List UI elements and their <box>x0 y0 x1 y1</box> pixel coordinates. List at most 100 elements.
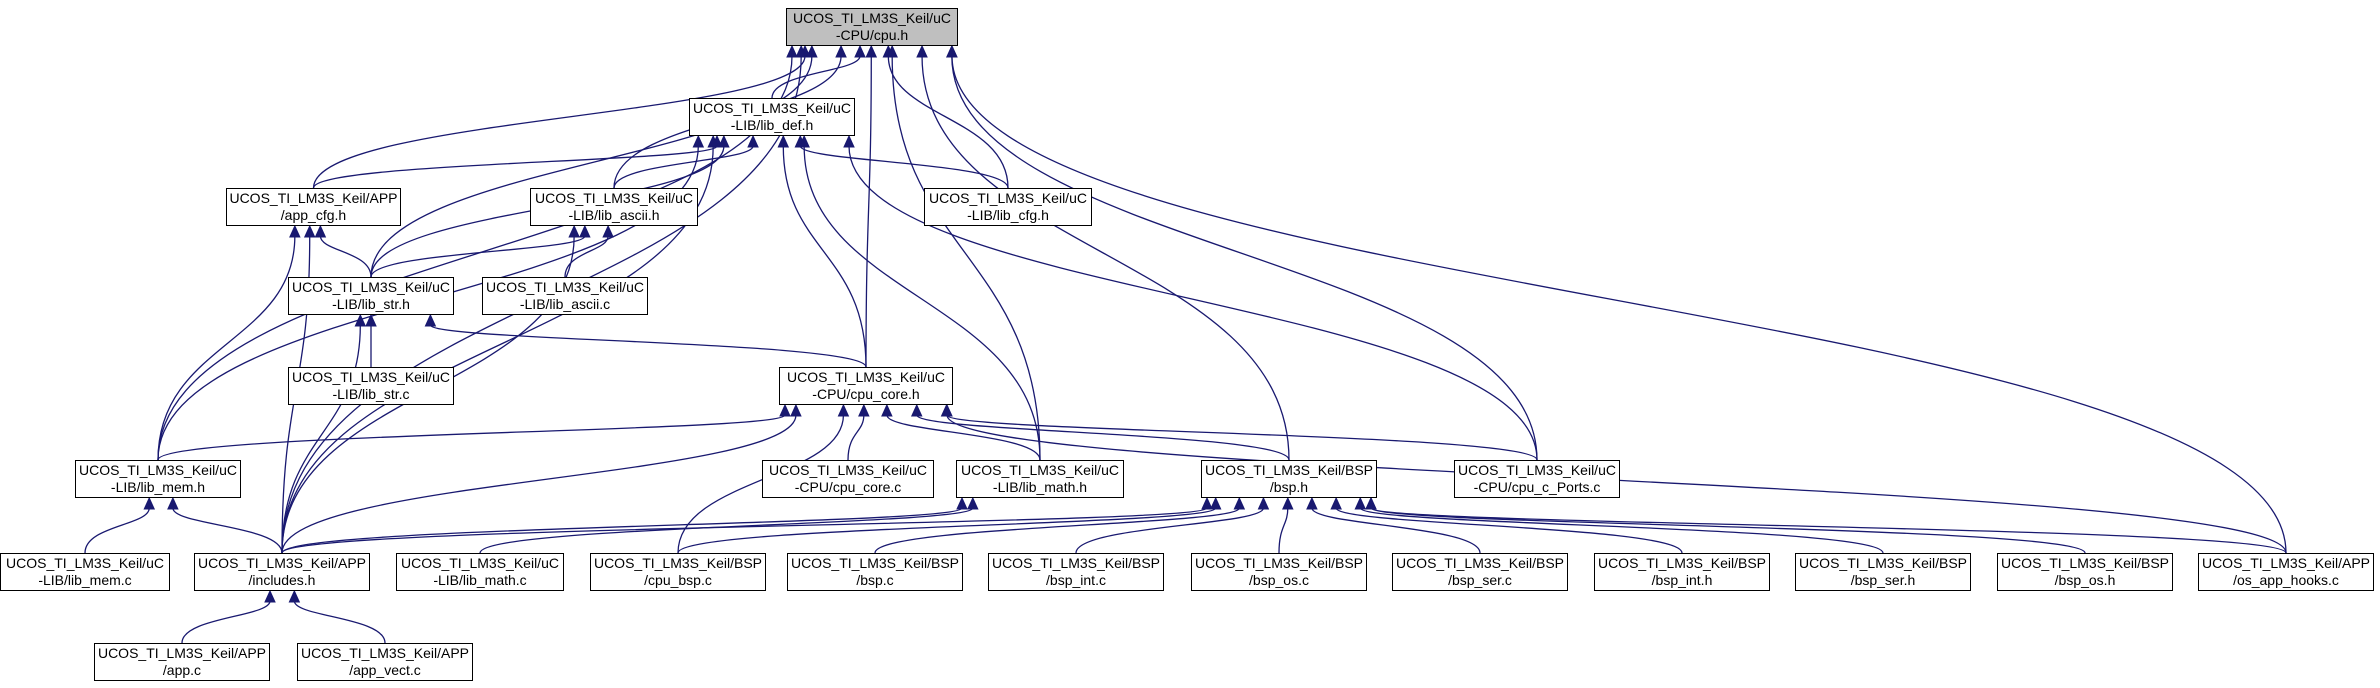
node-includes-h[interactable]: UCOS_TI_LM3S_Keil/APP /includes.h <box>194 553 370 591</box>
edge-bsp_h-to-cpu_h <box>921 55 1290 461</box>
node-lib-mem-h[interactable]: UCOS_TI_LM3S_Keil/uC -LIB/lib_mem.h <box>75 460 241 498</box>
edge-arrowhead <box>1330 496 1342 510</box>
node-lib-str-h[interactable]: UCOS_TI_LM3S_Keil/uC -LIB/lib_str.h <box>288 277 454 315</box>
edge-arrowhead <box>777 134 790 148</box>
node-label-line2: -LIB/lib_str.h <box>332 296 410 312</box>
edge-lib_mem_h-to-app_cfg_h <box>157 235 296 461</box>
node-label-line1: UCOS_TI_LM3S_Keil/uC <box>535 190 693 206</box>
edge-lib_mem_h-to-cpu_core_h <box>157 414 786 461</box>
node-label-line1: UCOS_TI_LM3S_Keil/APP <box>2201 555 2371 571</box>
edge-lib_str_h-to-lib_ascii_h <box>370 235 586 278</box>
edge-includes_h-to-bsp_h <box>281 507 1208 554</box>
node-lib-str-c[interactable]: UCOS_TI_LM3S_Keil/uC -LIB/lib_str.c <box>288 367 454 405</box>
node-lib-def-h[interactable]: UCOS_TI_LM3S_Keil/uC -LIB/lib_def.h <box>689 98 855 136</box>
node-lib-ascii-c[interactable]: UCOS_TI_LM3S_Keil/uC -LIB/lib_ascii.c <box>482 277 648 315</box>
node-lib-mem-c[interactable]: UCOS_TI_LM3S_Keil/uC -LIB/lib_mem.c <box>0 553 170 591</box>
node-label-line1: UCOS_TI_LM3S_Keil/BSP <box>1204 462 1374 478</box>
node-lib-ascii-h[interactable]: UCOS_TI_LM3S_Keil/uC -LIB/lib_ascii.h <box>530 188 698 226</box>
node-label-line2: /bsp_os.c <box>1249 572 1309 588</box>
edge-arrowhead <box>946 44 958 58</box>
node-bsp-os-c[interactable]: UCOS_TI_LM3S_Keil/BSP /bsp_os.c <box>1191 553 1367 591</box>
node-bsp-ser-c[interactable]: UCOS_TI_LM3S_Keil/BSP /bsp_ser.c <box>1392 553 1568 591</box>
edge-arrowhead <box>167 496 179 510</box>
node-os-app-hooks-c[interactable]: UCOS_TI_LM3S_Keil/APP /os_app_hooks.c <box>2198 553 2374 591</box>
edge-cpu_c_ports-to-cpu_core_h <box>945 414 1538 461</box>
node-label-line1: UCOS_TI_LM3S_Keil/APP <box>229 190 398 206</box>
edge-lib_cfg_h-to-cpu_h <box>887 55 1009 189</box>
node-label-line1: UCOS_TI_LM3S_Keil/uC <box>1458 462 1616 478</box>
edge-layer <box>84 44 2287 644</box>
node-label-line1: UCOS_TI_LM3S_Keil/uC <box>401 555 559 571</box>
node-label-line2: /bsp.h <box>1269 479 1309 495</box>
edge-arrowhead <box>865 44 878 58</box>
node-label-line2: /bsp_ser.c <box>1448 572 1512 588</box>
node-bsp-os-h[interactable]: UCOS_TI_LM3S_Keil/BSP /bsp_os.h <box>1997 553 2173 591</box>
node-label-line2: /bsp_int.h <box>1651 572 1713 588</box>
edge-cpu_bsp_c-to-bsp_h <box>677 507 1217 554</box>
edge-bsp_ser_c-to-bsp_h <box>1311 507 1481 554</box>
edge-arrowhead <box>835 44 847 58</box>
edge-os_app_hooks-to-cpu_h <box>951 55 2287 554</box>
edge-arrowhead <box>365 313 377 327</box>
edge-cpu_c_ports-to-cpu_h <box>951 55 1538 461</box>
node-label-line1: UCOS_TI_LM3S_Keil/uC <box>486 279 644 295</box>
node-label-line2: /app_cfg.h <box>280 207 347 223</box>
node-lib-math-h[interactable]: UCOS_TI_LM3S_Keil/uC -LIB/lib_math.h <box>956 460 1124 498</box>
node-label-line2: /bsp_os.h <box>2054 572 2116 588</box>
edge-bsp_ser_h-to-bsp_h <box>1359 507 1884 554</box>
node-cpu-core-c[interactable]: UCOS_TI_LM3S_Keil/uC -CPU/cpu_core.c <box>762 460 934 498</box>
node-bsp-h[interactable]: UCOS_TI_LM3S_Keil/BSP /bsp.h <box>1201 460 1377 498</box>
node-label-line2: -CPU/cpu_c_Ports.c <box>1473 479 1601 495</box>
node-app-c[interactable]: UCOS_TI_LM3S_Keil/APP /app.c <box>94 643 270 681</box>
node-lib-math-c[interactable]: UCOS_TI_LM3S_Keil/uC -LIB/lib_math.c <box>396 553 564 591</box>
node-label-line2: /includes.h <box>248 572 316 588</box>
node-app-cfg-h[interactable]: UCOS_TI_LM3S_Keil/APP /app_cfg.h <box>226 188 401 226</box>
node-bsp-ser-h[interactable]: UCOS_TI_LM3S_Keil/BSP /bsp_ser.h <box>1795 553 1971 591</box>
node-bsp-int-c[interactable]: UCOS_TI_LM3S_Keil/BSP /bsp_int.c <box>988 553 1164 591</box>
edge-arrowhead <box>886 44 898 58</box>
node-label-line2: /app.c <box>162 662 202 678</box>
node-bsp-int-h[interactable]: UCOS_TI_LM3S_Keil/BSP /bsp_int.h <box>1594 553 1770 591</box>
edge-arrowhead <box>718 134 730 148</box>
node-label-line1: UCOS_TI_LM3S_Keil/uC <box>961 462 1119 478</box>
edge-arrowhead <box>1354 496 1367 510</box>
edge-lib_def_h-to-cpu_h <box>771 55 861 99</box>
edge-arrowhead <box>424 313 437 327</box>
edge-cpu_c_ports-to-lib_def_h <box>848 145 1538 461</box>
edge-arrowhead <box>795 44 807 58</box>
edge-cpu_core_c-to-cpu_core_h <box>847 414 865 461</box>
node-bsp-c[interactable]: UCOS_TI_LM3S_Keil/BSP /bsp.c <box>787 553 963 591</box>
edge-includes_h-to-lib_math_h <box>281 507 963 554</box>
node-label-line2: -LIB/lib_mem.h <box>110 479 206 495</box>
edge-cpu_core_h-to-cpu_h <box>865 55 872 368</box>
edge-os_app_hooks-to-bsp_h <box>1370 507 2287 554</box>
edge-bsp_int_h-to-bsp_h <box>1335 507 1683 554</box>
node-label-line1: UCOS_TI_LM3S_Keil/uC <box>693 100 851 116</box>
edge-lib_math_h-to-cpu_h <box>891 55 1041 461</box>
edge-arrowhead <box>967 496 979 510</box>
edge-arrowhead <box>354 313 367 327</box>
edge-app_cfg_h-to-cpu_h <box>312 55 806 189</box>
edge-arrowhead <box>143 496 156 510</box>
edge-arrowhead <box>837 403 850 417</box>
node-cpu-core-h[interactable]: UCOS_TI_LM3S_Keil/uC -CPU/cpu_core.h <box>779 367 953 405</box>
edge-arrowhead <box>1257 496 1270 510</box>
edge-arrowhead <box>956 496 968 510</box>
edge-arrowhead <box>798 134 810 148</box>
node-app-vect-c[interactable]: UCOS_TI_LM3S_Keil/APP /app_vect.c <box>297 643 473 681</box>
node-label-line2: -LIB/lib_def.h <box>730 117 814 133</box>
edge-bsp_os_h-to-bsp_h <box>1370 507 2086 554</box>
edge-arrowhead <box>1209 496 1222 510</box>
node-label-line1: UCOS_TI_LM3S_Keil/uC <box>793 10 951 26</box>
node-label-line1: UCOS_TI_LM3S_Keil/APP <box>97 645 267 661</box>
edge-bsp_c-to-bsp_h <box>874 507 1240 554</box>
edge-arrowhead <box>288 589 301 603</box>
edge-arrowhead <box>1233 496 1246 510</box>
node-cpu-c-ports-c[interactable]: UCOS_TI_LM3S_Keil/uC -CPU/cpu_c_Ports.c <box>1454 460 1620 498</box>
node-label-line2: /bsp_ser.h <box>1850 572 1916 588</box>
node-lib-cfg-h[interactable]: UCOS_TI_LM3S_Keil/uC -LIB/lib_cfg.h <box>924 188 1092 226</box>
node-cpu-bsp-c[interactable]: UCOS_TI_LM3S_Keil/BSP /cpu_bsp.c <box>590 553 766 591</box>
node-label-line1: UCOS_TI_LM3S_Keil/BSP <box>991 555 1161 571</box>
edge-arrowhead <box>786 44 798 58</box>
